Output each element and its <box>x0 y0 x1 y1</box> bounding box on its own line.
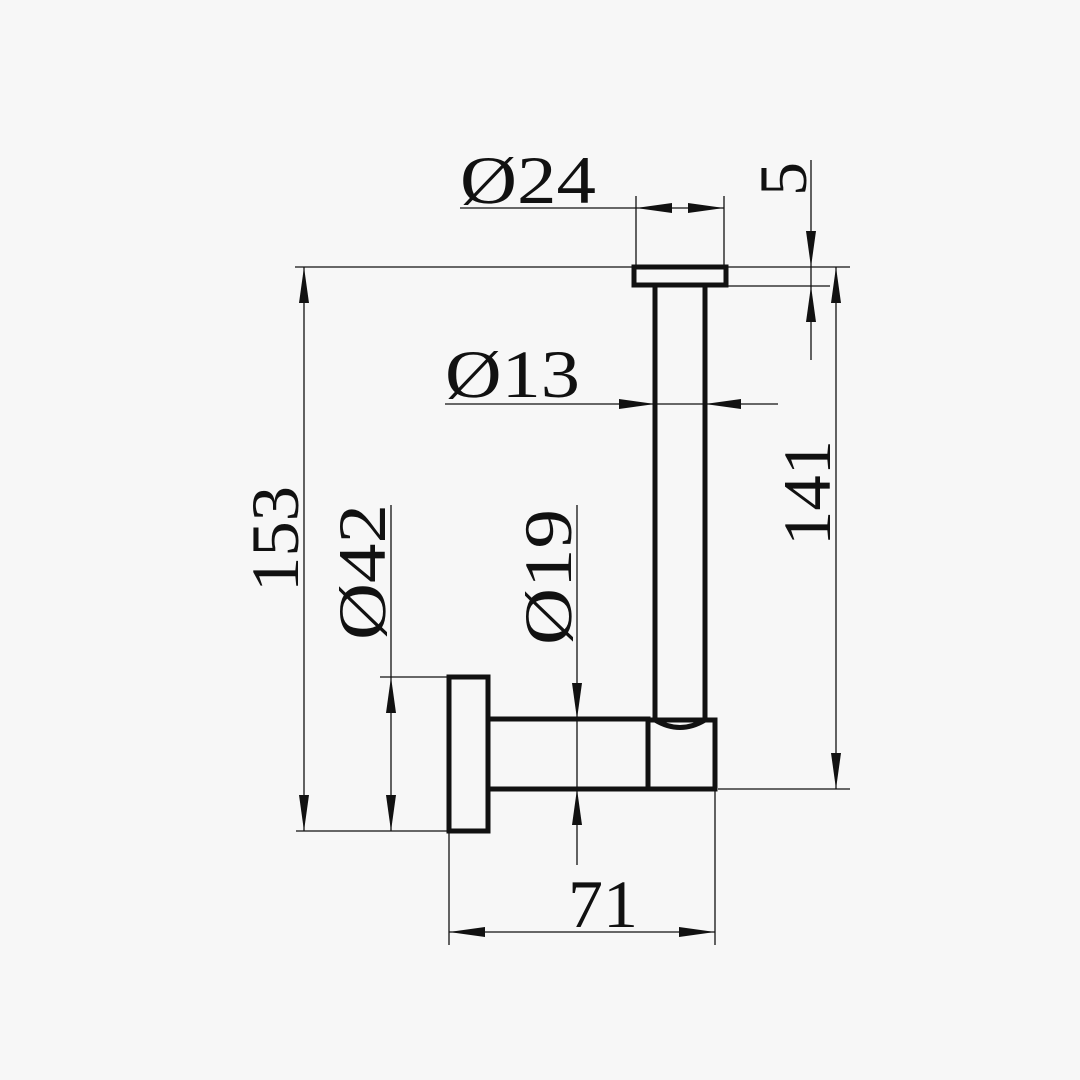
base-plate <box>446 674 491 834</box>
top-cap <box>631 264 729 288</box>
label-rod-diameter: Ø13 <box>445 336 580 412</box>
elbow-block <box>645 717 718 792</box>
label-cap-thickness: 5 <box>745 162 821 196</box>
label-top-cap-diameter: Ø24 <box>460 142 596 218</box>
part-outline <box>446 264 729 834</box>
label-overall-height: 153 <box>237 486 313 592</box>
label-rod-height: 141 <box>769 440 845 546</box>
label-base-plate-diameter: Ø42 <box>324 504 400 640</box>
label-projection: 71 <box>568 866 638 942</box>
vertical-rod <box>652 282 708 723</box>
dimension-labels: Ø24 5 Ø13 153 141 Ø42 Ø19 71 <box>237 142 845 942</box>
label-arm-diameter: Ø19 <box>510 509 586 645</box>
extension-lines <box>295 196 850 945</box>
horizontal-arm <box>485 716 651 792</box>
arrowheads <box>299 203 841 937</box>
